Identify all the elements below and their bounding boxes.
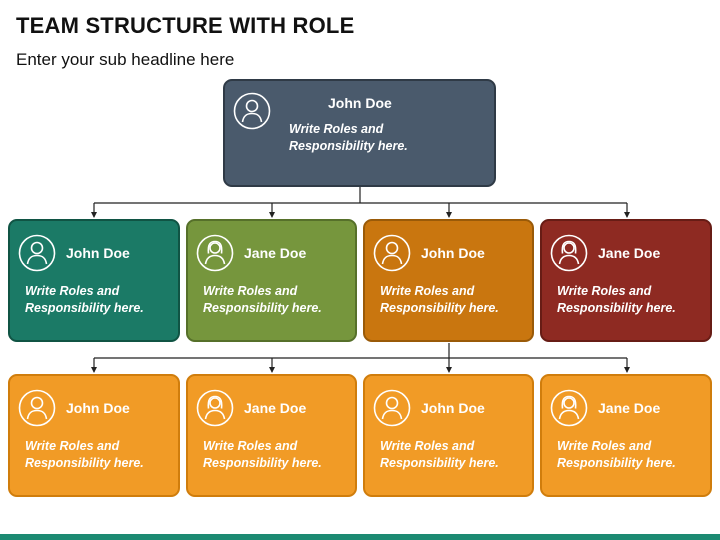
- card-name: Jane Doe: [598, 245, 661, 261]
- card-name: John Doe: [421, 245, 485, 261]
- card-name: John Doe: [328, 95, 392, 111]
- card-name: Jane Doe: [598, 400, 661, 416]
- person-icon: [373, 389, 411, 427]
- person-female-icon: [550, 234, 588, 272]
- footer-accent-bar: [0, 534, 720, 540]
- card-name: John Doe: [66, 245, 130, 261]
- card-name: Jane Doe: [244, 400, 307, 416]
- card-name: Jane Doe: [244, 245, 307, 261]
- person-female-icon: [196, 234, 234, 272]
- card-name: John Doe: [421, 400, 485, 416]
- person-icon: [373, 234, 411, 272]
- page-title: TEAM STRUCTURE WITH ROLE: [16, 13, 355, 38]
- person-female-icon: [550, 389, 588, 427]
- person-icon: [18, 234, 56, 272]
- person-icon: [233, 92, 271, 130]
- page-subtitle: Enter your sub headline here: [16, 50, 235, 69]
- person-female-icon: [196, 389, 234, 427]
- card-name: John Doe: [66, 400, 130, 416]
- person-icon: [18, 389, 56, 427]
